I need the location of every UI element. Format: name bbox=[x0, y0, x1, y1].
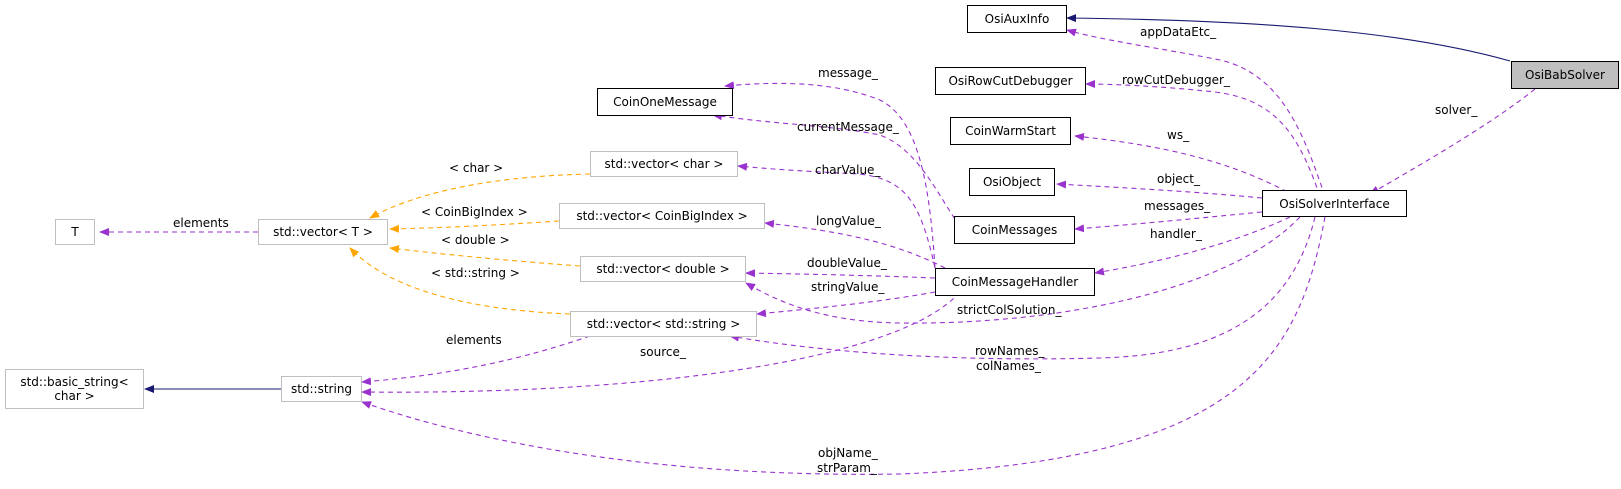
label-objname: objName_ bbox=[818, 446, 878, 460]
edge-elements-str bbox=[361, 335, 591, 386]
label-ws: ws_ bbox=[1167, 128, 1190, 142]
node-label-line2: char > bbox=[54, 389, 95, 403]
edge-tmpl-bigindex bbox=[389, 220, 560, 233]
edge-tmpl-double bbox=[389, 245, 581, 267]
label-message: message_ bbox=[818, 66, 878, 80]
node-label: std::vector< std::string > bbox=[586, 317, 741, 331]
label-object: object_ bbox=[1157, 172, 1200, 186]
edge-object bbox=[1056, 180, 1263, 199]
node-label: CoinOneMessage bbox=[613, 95, 717, 109]
label-tmpl-char: < char > bbox=[449, 161, 504, 175]
edge-currentmessage bbox=[712, 112, 961, 227]
label-rownames: rowNames_ bbox=[975, 344, 1045, 358]
node-label: std::vector< char > bbox=[604, 157, 724, 171]
node-label: CoinMessageHandler bbox=[951, 275, 1079, 289]
label-messages: messages_ bbox=[1144, 199, 1211, 213]
edge-rowcutdebugger bbox=[1085, 80, 1321, 197]
edge-solver bbox=[1369, 88, 1536, 195]
node-vector-bigindex[interactable]: std::vector< CoinBigIndex > bbox=[559, 203, 765, 229]
label-rowcutdebugger: rowCutDebugger_ bbox=[1122, 73, 1230, 87]
label-solver: solver_ bbox=[1435, 103, 1478, 117]
node-osiobject[interactable]: OsiObject bbox=[969, 168, 1055, 196]
node-label: std::vector< CoinBigIndex > bbox=[576, 209, 748, 223]
node-label: T bbox=[71, 225, 79, 239]
edge-rownames-colnames bbox=[729, 216, 1316, 360]
label-appdataetc: appDataEtc_ bbox=[1140, 25, 1217, 39]
node-label: std::string bbox=[290, 382, 353, 396]
label-tmpl-double: < double > bbox=[441, 233, 510, 247]
edge-doublevalue bbox=[745, 269, 936, 279]
label-tmpl-bigindex: < CoinBigIndex > bbox=[421, 205, 528, 219]
label-tmpl-string: < std::string > bbox=[431, 266, 520, 280]
edge-ws bbox=[1074, 132, 1296, 197]
node-osiauxinfo[interactable]: OsiAuxInfo bbox=[967, 5, 1067, 33]
node-osibabsolver[interactable]: OsiBabSolver bbox=[1511, 61, 1619, 89]
edge-appdataetc bbox=[1066, 28, 1326, 197]
label-source: source_ bbox=[640, 345, 686, 359]
edge-handler bbox=[1094, 216, 1291, 276]
node-vector-t[interactable]: std::vector< T > bbox=[258, 219, 388, 245]
label-currentmessage: currentMessage_ bbox=[797, 120, 899, 134]
edge-messages bbox=[1074, 211, 1263, 233]
node-osisolverinterface[interactable]: OsiSolverInterface bbox=[1262, 190, 1407, 217]
node-label: std::vector< T > bbox=[273, 225, 373, 239]
edge-stringvalue bbox=[756, 291, 936, 318]
edge-tmpl-string bbox=[349, 247, 571, 315]
node-label: std::vector< double > bbox=[596, 262, 730, 276]
node-label: OsiRowCutDebugger bbox=[948, 74, 1073, 88]
node-basicstring[interactable]: std::basic_string< char > bbox=[5, 369, 144, 409]
node-coinmessages[interactable]: CoinMessages bbox=[954, 216, 1075, 244]
label-colnames: colNames_ bbox=[976, 359, 1041, 373]
node-label: OsiAuxInfo bbox=[984, 12, 1050, 26]
node-label: CoinMessages bbox=[971, 223, 1058, 237]
edge-source bbox=[361, 291, 961, 397]
node-vector-string[interactable]: std::vector< std::string > bbox=[570, 311, 757, 337]
edge-strictcolsolution bbox=[745, 216, 1301, 324]
label-elements-t: elements bbox=[173, 216, 229, 230]
label-strparam: strParam_ bbox=[817, 461, 877, 475]
node-t[interactable]: T bbox=[55, 219, 95, 245]
label-elements-str: elements bbox=[446, 333, 502, 347]
edge-objname-strparam bbox=[361, 216, 1326, 475]
edge-longvalue bbox=[764, 219, 946, 269]
node-coinonemessage[interactable]: CoinOneMessage bbox=[597, 88, 733, 116]
label-charvalue: charValue_ bbox=[815, 163, 881, 177]
node-vector-double[interactable]: std::vector< double > bbox=[580, 256, 746, 282]
label-doublevalue: doubleValue_ bbox=[807, 256, 887, 270]
label-strictcolsolution: strictColSolution_ bbox=[957, 303, 1062, 317]
node-stdstring[interactable]: std::string bbox=[281, 376, 362, 402]
node-label: CoinWarmStart bbox=[965, 124, 1056, 138]
node-osirowcutdebugger[interactable]: OsiRowCutDebugger bbox=[935, 67, 1086, 95]
label-stringvalue: stringValue_ bbox=[811, 280, 885, 294]
node-label: OsiSolverInterface bbox=[1279, 196, 1390, 211]
node-coinmessagehandler[interactable]: CoinMessageHandler bbox=[935, 268, 1095, 296]
edge-osibabsolver-osiauxinfo bbox=[1066, 14, 1511, 62]
edge-message bbox=[724, 81, 936, 269]
node-label: OsiBabSolver bbox=[1525, 68, 1605, 82]
node-vector-char[interactable]: std::vector< char > bbox=[590, 151, 738, 177]
node-label-line1: std::basic_string< bbox=[20, 375, 129, 389]
label-handler: handler_ bbox=[1150, 227, 1202, 241]
node-label: OsiObject bbox=[982, 175, 1042, 189]
label-longvalue: longValue_ bbox=[816, 214, 881, 228]
node-coinwarmstart[interactable]: CoinWarmStart bbox=[950, 117, 1071, 145]
